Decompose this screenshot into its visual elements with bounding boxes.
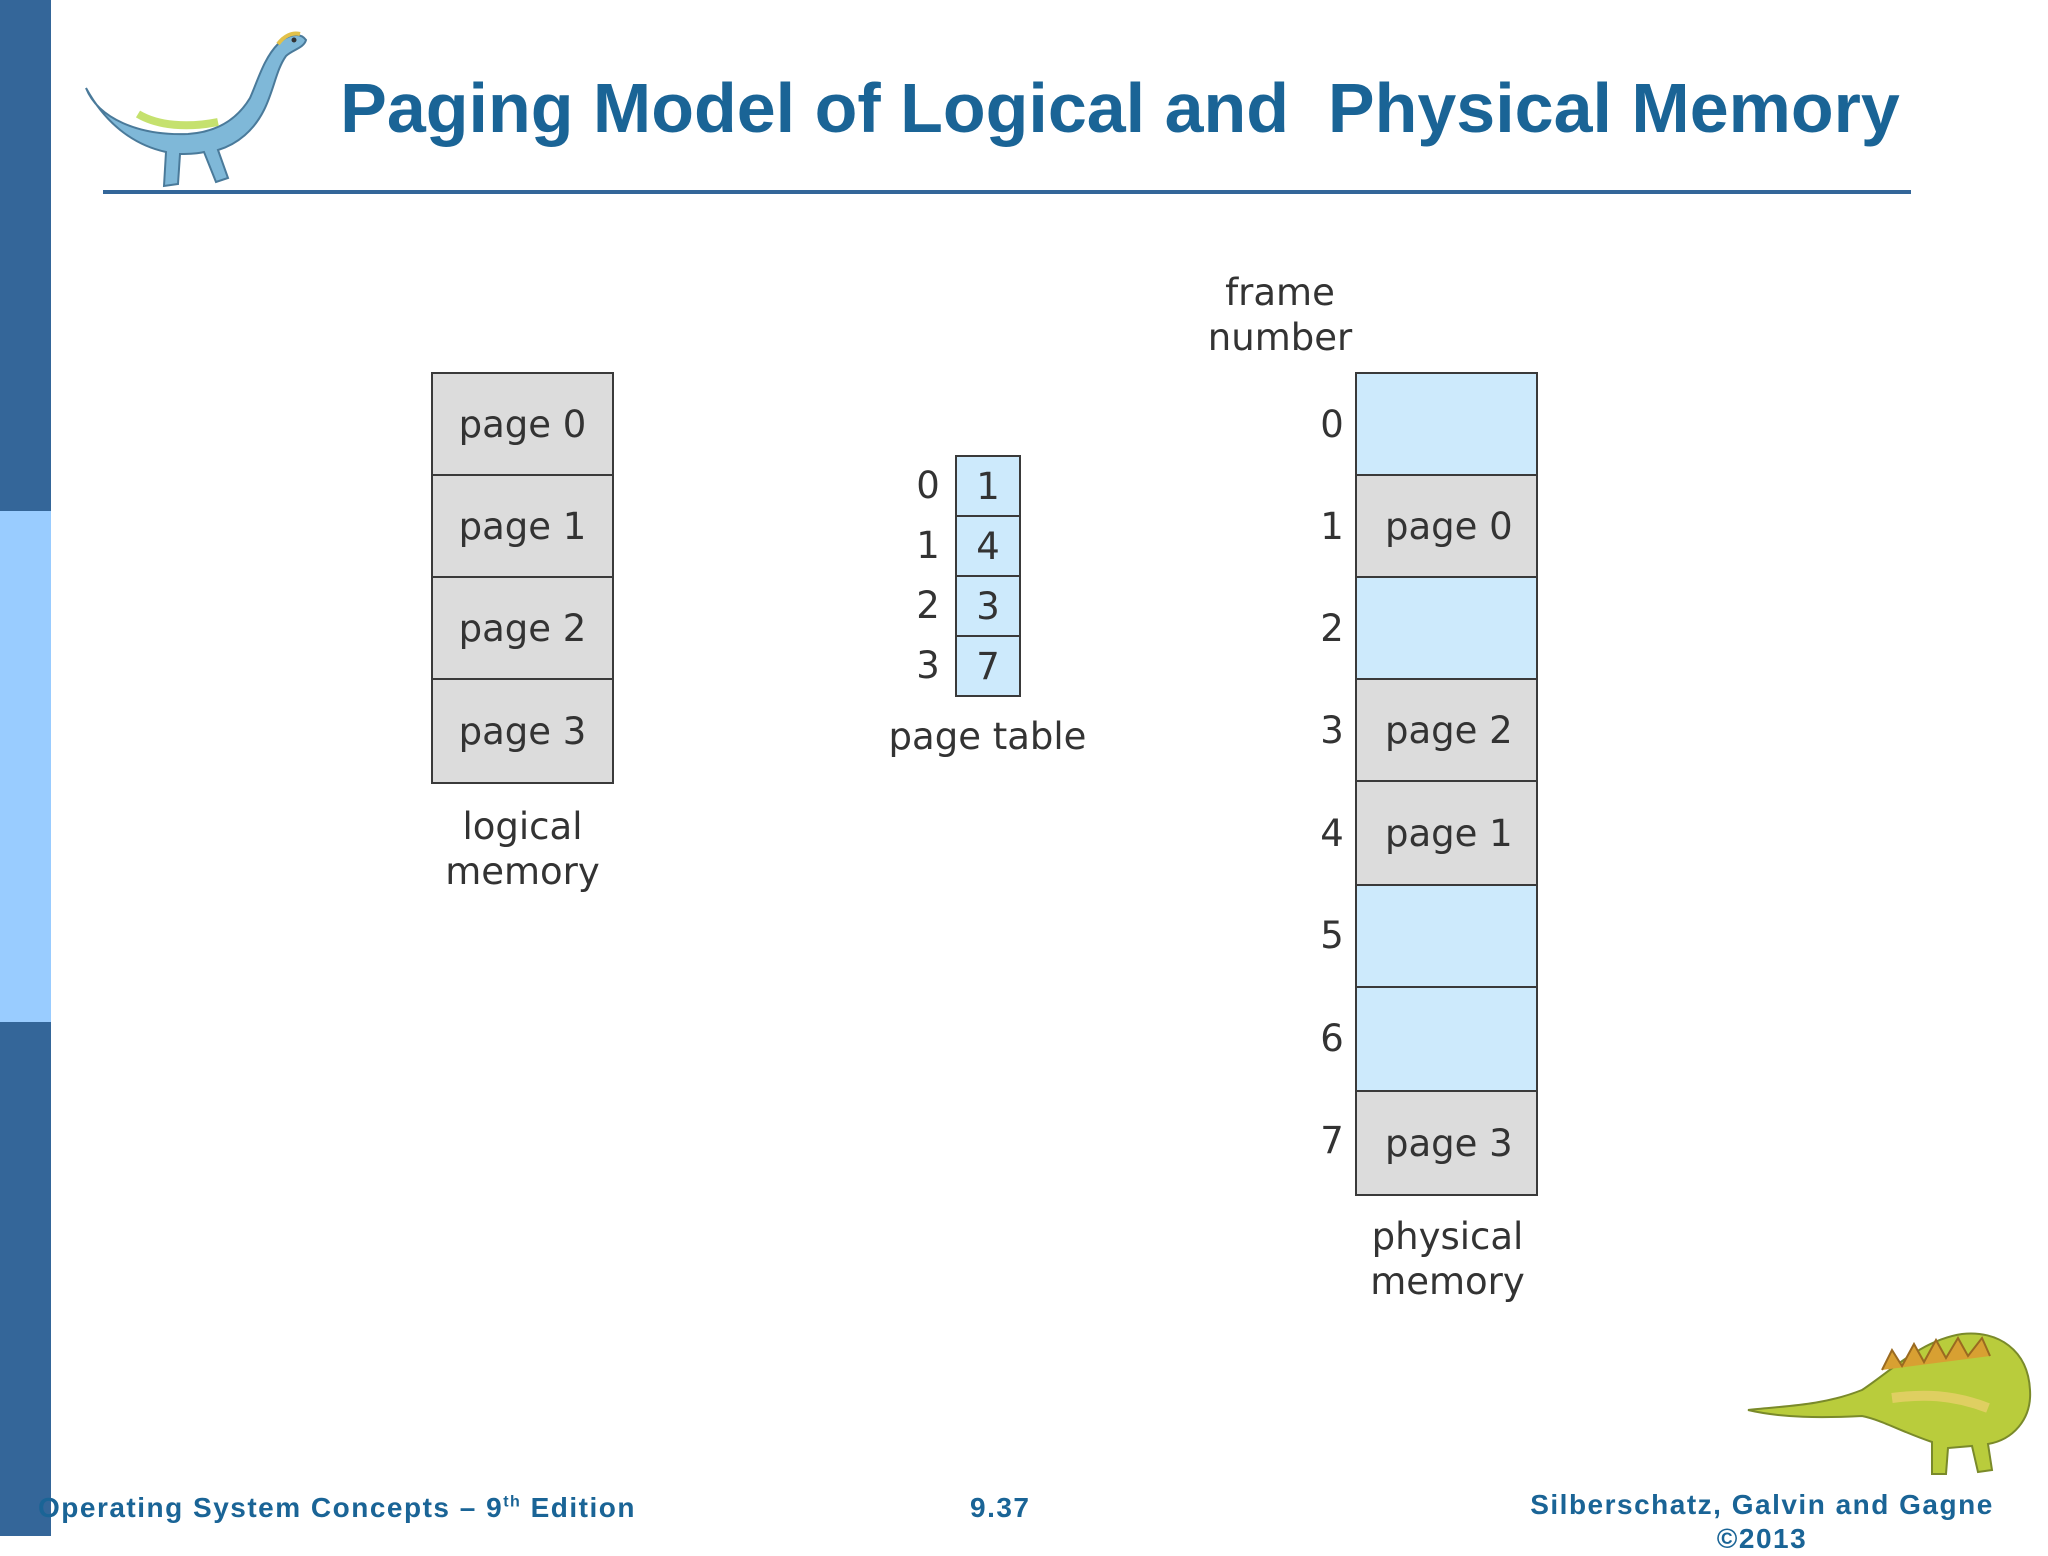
physical-caption-line1: physical [1371,1215,1524,1258]
page-table-index: 1 [916,524,940,567]
footer-book-title: Operating System Concepts – 9th Edition [38,1492,636,1524]
logical-page-2: page 2 [431,576,614,680]
logical-page-0: page 0 [431,372,614,476]
page-table-index: 3 [916,644,940,687]
sidebar-segment-bottom [0,1022,51,1536]
physical-frame-5 [1355,884,1538,988]
physical-frame-0 [1355,372,1538,476]
logical-page-1: page 1 [431,474,614,578]
physical-frame-6 [1355,986,1538,1092]
frame-number: 2 [1320,607,1344,650]
frame-number: 6 [1320,1017,1344,1060]
physical-caption-line2: memory [1370,1260,1525,1303]
footer-book-title-sup: th [503,1493,522,1511]
footer-book-title-end: Edition [521,1492,636,1523]
page-table-entry: 7 [955,635,1021,697]
logical-caption-line2: memory [445,850,600,893]
frame-number: 5 [1320,914,1344,957]
page-table-entry: 1 [955,455,1021,517]
page-table-index: 2 [916,584,940,627]
physical-frame-4: page 1 [1355,780,1538,886]
logical-caption-line1: logical [462,805,583,848]
frame-number: 3 [1320,709,1344,752]
physical-frame-1: page 0 [1355,474,1538,578]
frame-number: 4 [1320,812,1344,855]
footer-book-title-main: Operating System Concepts – 9 [38,1492,504,1523]
footer-copyright: ©2013 [1716,1523,1808,1554]
frame-header-line2: number [1207,316,1353,359]
sidebar-segment-top [0,0,51,511]
frame-number-header: frame number [1195,270,1365,360]
physical-frame-7: page 3 [1355,1090,1538,1196]
page-table-entry: 4 [955,515,1021,577]
left-sidebar-band [0,0,51,1536]
footer-authors: Silberschatz, Galvin and Gagne ©2013 [1522,1488,2002,1556]
page-table-entry: 3 [955,575,1021,637]
physical-frame-2 [1355,576,1538,680]
title-divider [103,190,1911,194]
logical-memory-caption: logical memory [420,804,625,894]
sidebar-segment-middle [0,511,51,1022]
page-table-index: 0 [916,464,940,507]
dinosaur-icon [85,31,308,188]
frame-header-line1: frame [1225,271,1335,314]
logical-page-3: page 3 [431,678,614,784]
physical-memory-caption: physical memory [1345,1214,1550,1304]
footer-page-number: 9.37 [970,1492,1031,1523]
page-table-caption: page table [888,715,1087,758]
frame-number: 0 [1320,403,1344,446]
footer-authors-line1: Silberschatz, Galvin and Gagne [1530,1489,1994,1520]
physical-frame-3: page 2 [1355,678,1538,782]
frame-number: 1 [1320,505,1344,548]
frame-number: 7 [1320,1119,1344,1162]
dinosaur-icon [1747,1332,2032,1475]
slide-title: Paging Model of Logical and Physical Mem… [340,69,1900,147]
